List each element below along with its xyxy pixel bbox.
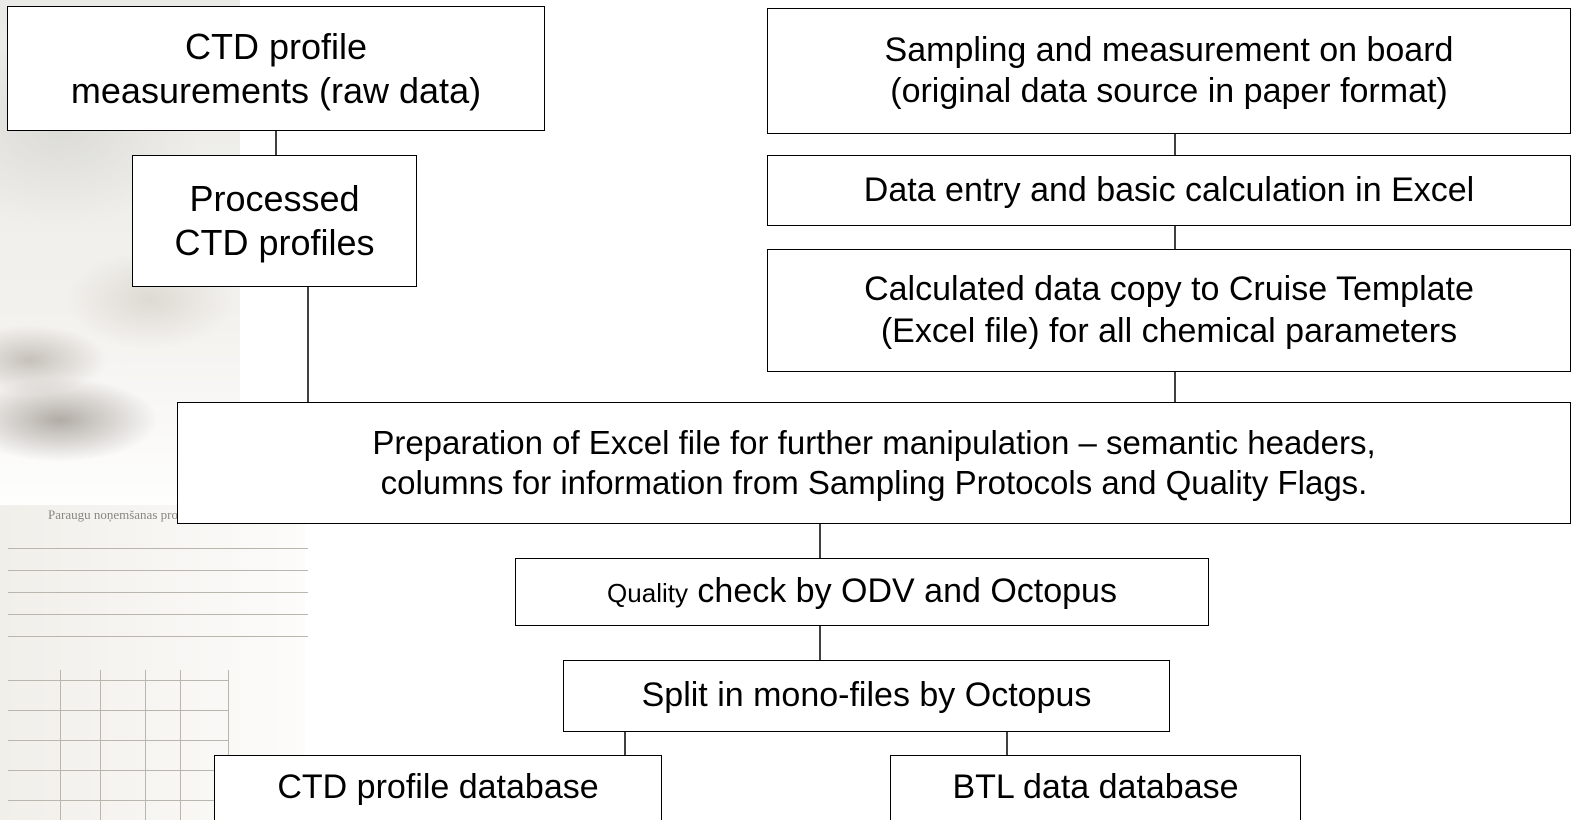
sampling-on-board-box: Sampling and measurement on board (origi… xyxy=(767,8,1571,134)
background-document-title: Paraugu noņemšanas protokols xyxy=(48,507,210,522)
doc-rule xyxy=(180,670,181,820)
preparation-line-2: columns for information from Sampling Pr… xyxy=(380,464,1368,501)
doc-rule xyxy=(8,570,308,571)
processed-line-1: Processed xyxy=(189,178,360,220)
sampling-line-2: (original data source in paper format) xyxy=(890,72,1448,110)
processed-line-2: CTD profiles xyxy=(174,222,375,263)
calculated-data-box: Calculated data copy to Cruise Template … xyxy=(767,249,1571,372)
doc-rule xyxy=(228,670,229,820)
doc-rule xyxy=(145,670,146,820)
split-mono-files-box: Split in mono-files by Octopus xyxy=(563,660,1170,732)
ctd-raw-measurements-box: CTD profile measurements (raw data) xyxy=(7,6,545,131)
doc-rule xyxy=(8,770,228,771)
ctd-raw-line-1: CTD profile xyxy=(184,25,368,67)
doc-rule xyxy=(8,740,228,741)
quality-check-box: Quality check by ODV and Octopus xyxy=(515,558,1209,626)
doc-rule xyxy=(8,710,228,711)
excel-preparation-box: Preparation of Excel file for further ma… xyxy=(177,402,1571,524)
split-text: Split in mono-files by Octopus xyxy=(641,676,1092,715)
data-entry-box: Data entry and basic calculation in Exce… xyxy=(767,155,1571,226)
ctd-raw-line-2: measurements (raw data) xyxy=(70,69,482,111)
sampling-line-1: Sampling and measurement on board xyxy=(884,30,1454,69)
doc-rule xyxy=(8,800,228,801)
calculated-line-2: (Excel file) for all chemical parameters xyxy=(880,311,1458,350)
btl-db-text: BTL data database xyxy=(952,768,1239,807)
btl-data-database-box: BTL data database xyxy=(890,755,1301,820)
doc-rule xyxy=(8,680,228,681)
doc-rule xyxy=(8,636,308,637)
quality-check-word: Quality xyxy=(607,578,688,609)
doc-rule xyxy=(8,548,308,549)
data-entry-text: Data entry and basic calculation in Exce… xyxy=(863,170,1475,209)
ctd-db-text: CTD profile database xyxy=(277,768,599,807)
calculated-line-1: Calculated data copy to Cruise Template xyxy=(864,270,1474,309)
quality-check-rest: check by ODV and Octopus xyxy=(687,572,1117,611)
processed-ctd-profiles-box: Processed CTD profiles xyxy=(132,155,417,287)
ctd-profile-database-box: CTD profile database xyxy=(214,755,662,820)
preparation-line-1: Preparation of Excel file for further ma… xyxy=(372,423,1376,461)
doc-rule xyxy=(8,614,308,615)
doc-rule xyxy=(100,670,101,820)
doc-rule xyxy=(60,670,61,820)
doc-rule xyxy=(8,592,308,593)
